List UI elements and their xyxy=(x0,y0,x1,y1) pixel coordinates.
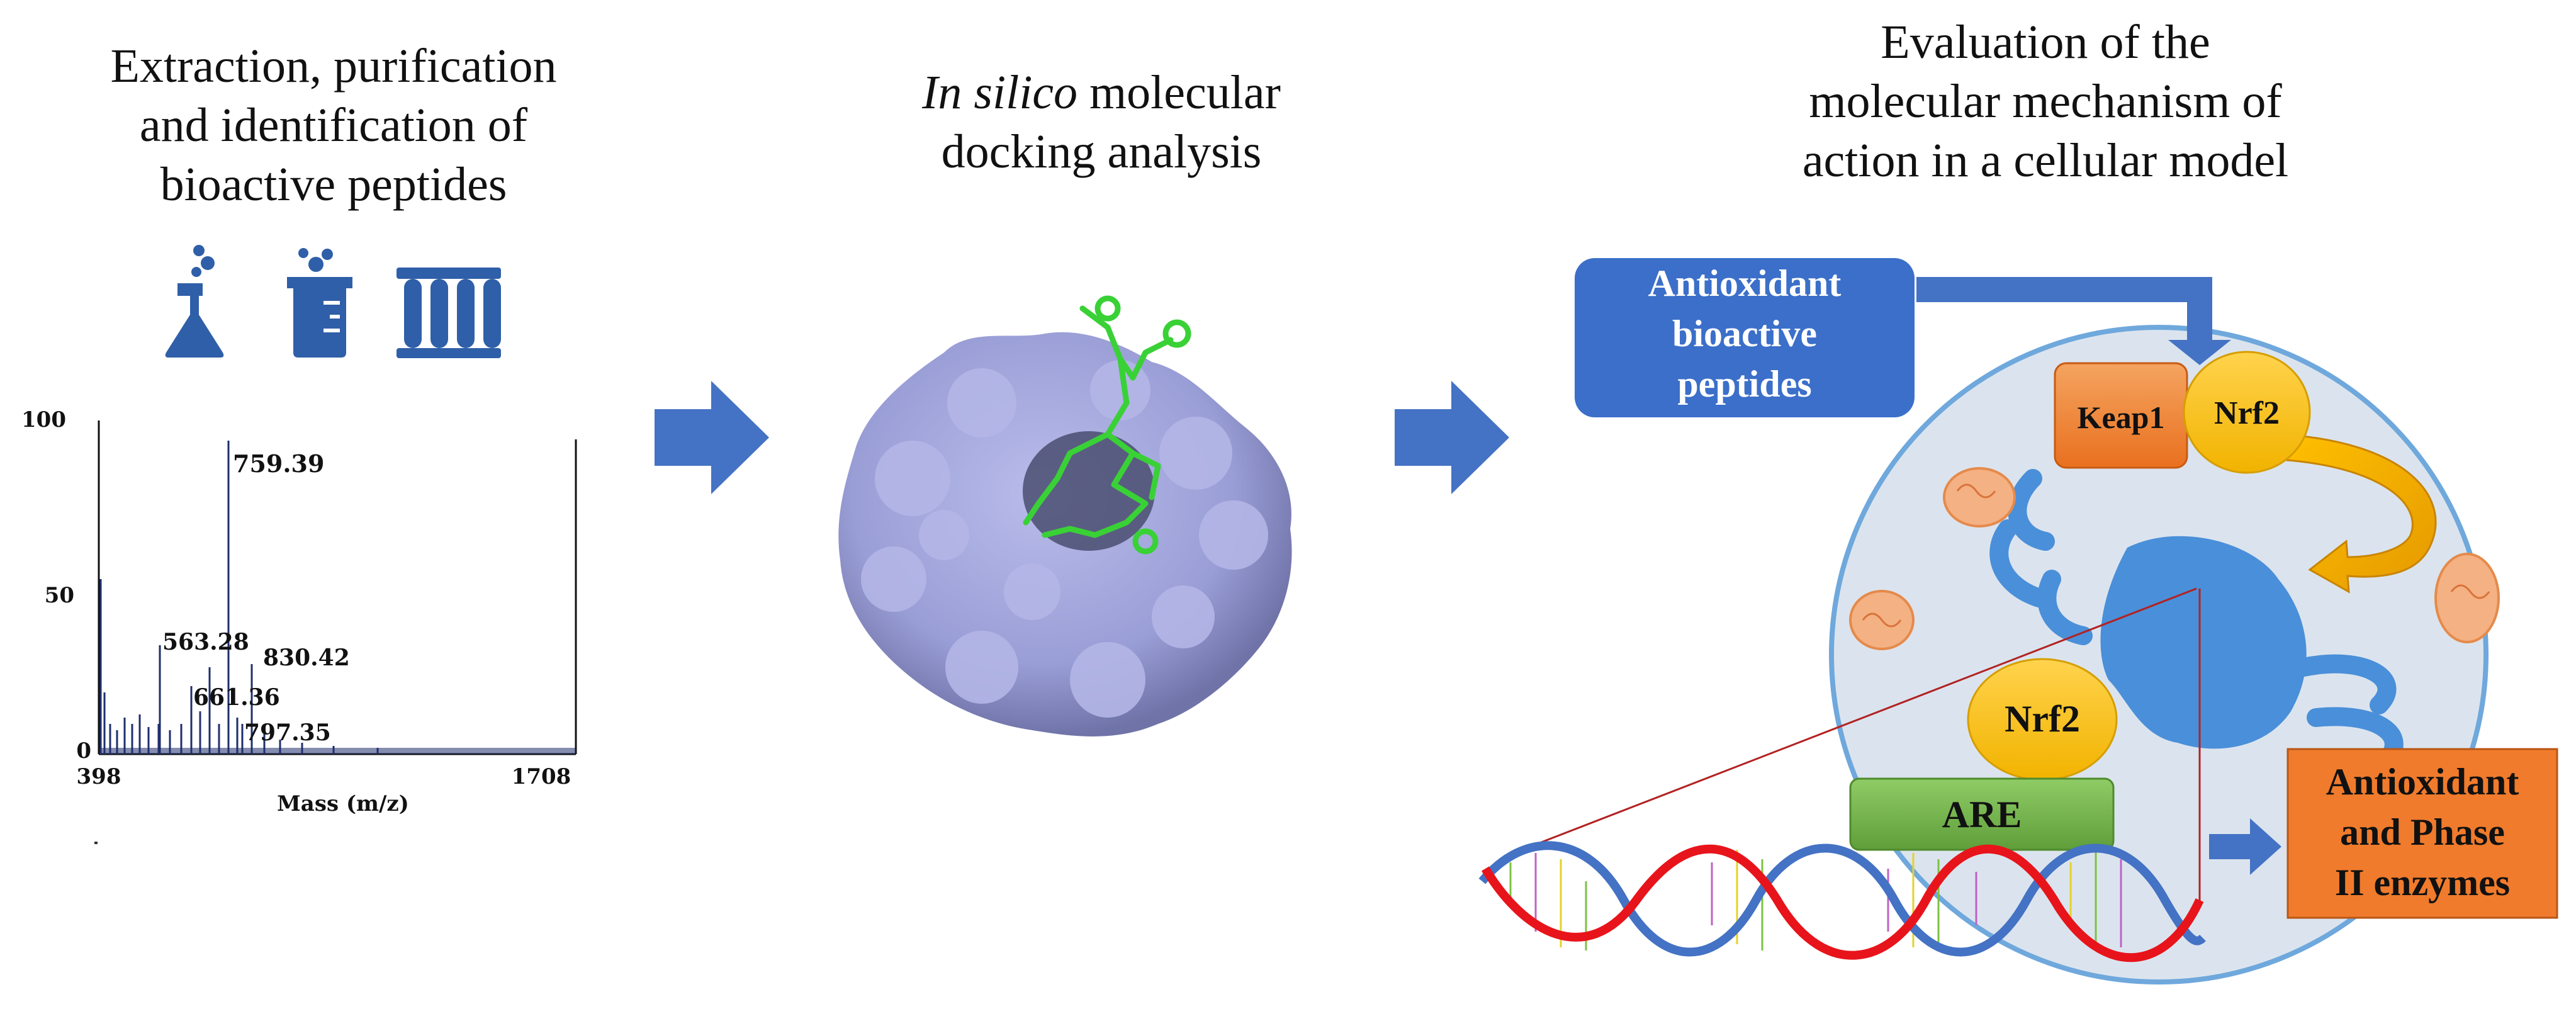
antioxidant-peptides-box xyxy=(1575,258,1915,417)
protein-surface xyxy=(838,295,1292,736)
docking-heading: In silico molecular docking analysis xyxy=(818,63,1385,181)
dna-strand-red xyxy=(1481,844,2204,962)
beaker-icon xyxy=(287,248,352,358)
peak-label: 759.39 xyxy=(233,449,324,478)
flask-icon xyxy=(165,245,224,358)
nrf2-cytoplasm xyxy=(2183,351,2311,474)
antioxidant-box-line: peptides xyxy=(1677,363,1811,405)
cellular-heading: Evaluation of the molecular mechanism of… xyxy=(1699,13,2392,190)
y-tick-label: 50 xyxy=(45,583,74,608)
y-tick-label: 100 xyxy=(21,407,66,432)
peptide-ligand xyxy=(1023,295,1191,555)
cellular-heading-line: Evaluation of the xyxy=(1881,16,2210,69)
y-tick-label: 0 xyxy=(76,738,91,764)
x-tick-label: 398 xyxy=(77,764,121,789)
expression-arrow xyxy=(2209,818,2281,875)
cellular-heading-line: action in a cellular model xyxy=(1802,134,2289,187)
keap1-label: Keap1 xyxy=(2078,400,2165,435)
docking-heading-line: In silico molecular xyxy=(818,63,1385,122)
enzymes-line: II enzymes xyxy=(2335,862,2510,903)
step-arrow-2 xyxy=(1395,381,1509,494)
dna-helix xyxy=(1478,841,2206,962)
cellular-heading-line: molecular mechanism of xyxy=(1809,75,2282,128)
test-tubes-icon xyxy=(397,268,501,358)
enzymes-line: Antioxidant xyxy=(2326,761,2519,803)
zoom-lines xyxy=(1521,587,2201,906)
are-label: ARE xyxy=(1942,794,2022,835)
docking-heading-italic: In silico xyxy=(922,66,1078,119)
nucleus xyxy=(2100,536,2307,749)
mitochondria xyxy=(1849,467,2500,650)
peak-label: 830.42 xyxy=(263,645,350,671)
extraction-heading: Extraction, purification and identificat… xyxy=(50,37,617,214)
peak-label: 797.35 xyxy=(244,719,331,746)
docking-heading-rest: molecular xyxy=(1077,66,1281,119)
x-tick-label: 1708 xyxy=(512,764,571,789)
x-axis-label: Mass (m/z) xyxy=(277,791,409,816)
nrf2-nucleus-label: Nrf2 xyxy=(2005,698,2080,740)
nrf2-top-label: Nrf2 xyxy=(2214,395,2280,431)
docking-heading-line: docking analysis xyxy=(941,125,1262,178)
mass-spectrum: 100 50 0 398 1708 Mass (m/z) xyxy=(21,407,577,844)
spectrum-baseline-noise xyxy=(99,748,575,754)
enzymes-box xyxy=(2286,748,2558,919)
translocation-arrow xyxy=(2277,433,2437,594)
antioxidant-box-line: Antioxidant xyxy=(1648,262,1842,304)
extraction-heading-line: Extraction, purification xyxy=(110,40,557,93)
peptide-arrow xyxy=(1916,277,2231,365)
enzymes-line: and Phase xyxy=(2340,811,2505,853)
binding-pocket xyxy=(1023,431,1155,551)
extraction-heading-line: and identification of xyxy=(139,99,528,152)
peak-label: 661.36 xyxy=(193,684,280,711)
antioxidant-box-line: bioactive xyxy=(1672,313,1817,354)
extraction-heading-line: bioactive peptides xyxy=(160,158,507,211)
step-arrow-1 xyxy=(655,381,769,494)
spectrum-peaks xyxy=(99,441,379,754)
dna-strand-blue xyxy=(1478,841,2206,957)
stray-mark xyxy=(94,842,98,844)
peak-label: 563.28 xyxy=(162,629,249,655)
